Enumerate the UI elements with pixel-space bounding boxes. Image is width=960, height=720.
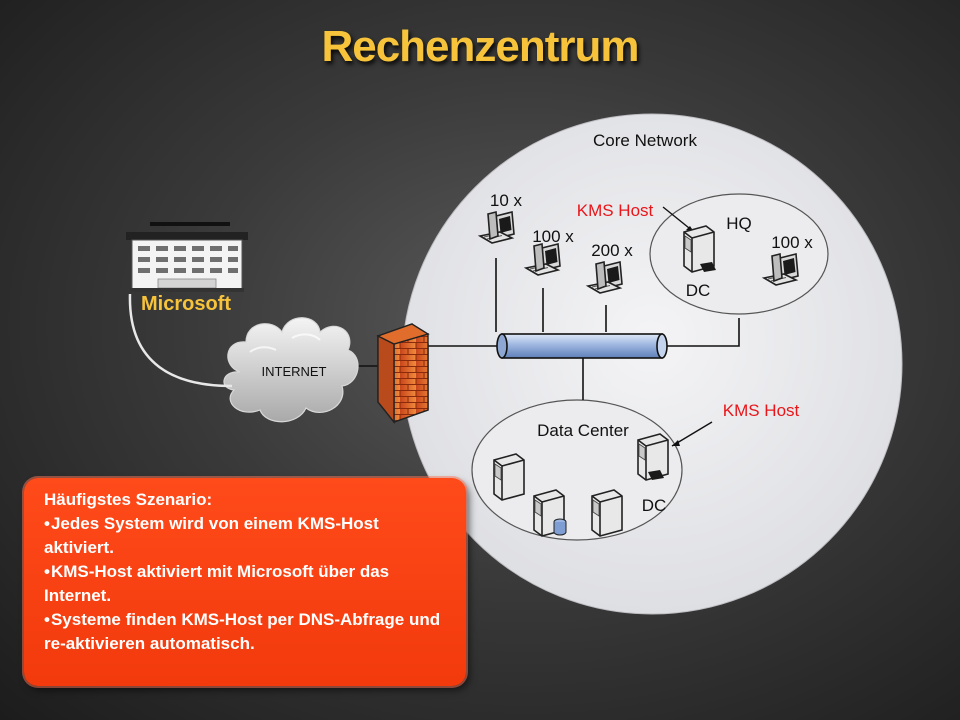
- microsoft-internet-link: [128, 293, 233, 388]
- hq-kms-host-label: KMS Host: [577, 201, 654, 220]
- callout-item: •Jedes System wird von einem KMS-Host ak…: [44, 514, 379, 557]
- callout-item: •Systeme finden KMS-Host per DNS-Abfrage…: [44, 610, 441, 653]
- client-count-label: 10 x: [490, 191, 523, 210]
- client-count-label: 100 x: [532, 227, 574, 246]
- core-network-label: Core Network: [593, 131, 697, 150]
- scenario-callout: Häufigstes Szenario: •Jedes System wird …: [24, 478, 466, 686]
- data-center-server-icon: [591, 489, 623, 537]
- data-center-area: [471, 399, 683, 541]
- hq-label: HQ: [726, 214, 752, 233]
- microsoft-label: Microsoft: [141, 293, 231, 315]
- page-title: Rechenzentrum: [321, 22, 639, 71]
- data-center-server-icon: [493, 453, 525, 501]
- firewall-icon: [376, 323, 430, 424]
- hq-keyboard: [700, 262, 716, 272]
- core-network-area: [401, 113, 903, 615]
- database-icon: [553, 522, 567, 536]
- callout-item: •KMS-Host aktiviert mit Microsoft über d…: [44, 562, 390, 605]
- hq-dc-label: DC: [686, 281, 711, 300]
- data-center-dc-label: DC: [642, 496, 667, 515]
- data-center-label: Data Center: [537, 421, 629, 440]
- data-center-kms-host-label: KMS Host: [723, 401, 800, 420]
- internet-cloud-icon: [223, 317, 359, 423]
- microsoft-building-icon: [126, 222, 248, 292]
- callout-heading: Häufigstes Szenario:: [44, 490, 213, 509]
- client-count-label: 200 x: [591, 241, 633, 260]
- hq-area: [649, 193, 829, 315]
- backbone-switch: [496, 333, 668, 359]
- hq-count-label: 100 x: [771, 233, 813, 252]
- data-center-kms-pointer: [671, 421, 713, 447]
- internet-label: INTERNET: [262, 364, 327, 379]
